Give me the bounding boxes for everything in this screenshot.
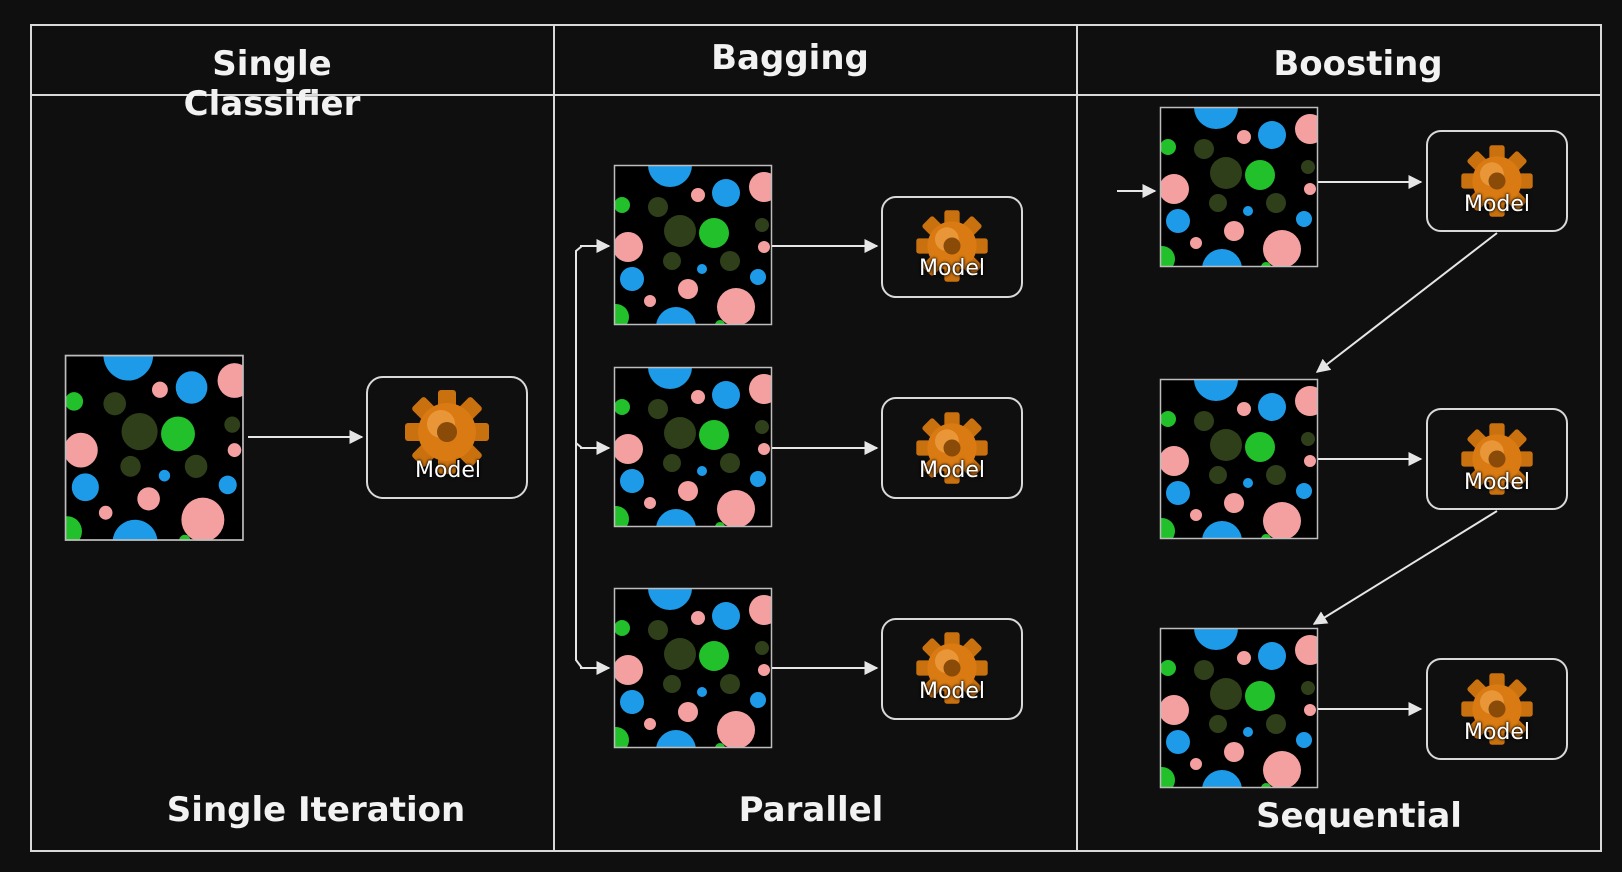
column-caption-boosting: Sequential: [1256, 796, 1462, 836]
column-title-bagging: Bagging: [711, 38, 869, 78]
single-dataset: [53, 329, 252, 566]
single-model-box: [366, 376, 528, 499]
boosting-link-2: [1312, 510, 1498, 625]
bagging-model-box-1: [881, 196, 1023, 298]
boosting-dataset-2: [1149, 357, 1325, 561]
column-title-single: Single Classifier: [183, 44, 361, 124]
bagging-dataset-3: [603, 566, 779, 770]
model-label: Model: [414, 458, 482, 483]
boosting-model-box-2: [1426, 408, 1568, 510]
boosting-dataset-1: [1149, 85, 1325, 289]
boosting-model-box-3: [1426, 658, 1568, 760]
bagging-bracket: [575, 245, 583, 449]
model-label: Model: [918, 458, 986, 483]
boosting-model-box-1: [1426, 130, 1568, 232]
model-label: Model: [918, 679, 986, 704]
bagging-dataset-2: [603, 345, 779, 549]
column-caption-bagging: Parallel: [738, 790, 884, 830]
model-label: Model: [918, 256, 986, 281]
bagging-dataset-1: [603, 143, 779, 347]
column-title-boosting: Boosting: [1273, 44, 1443, 84]
boosting-link-1: [1315, 232, 1498, 373]
bagging-model-box-2: [881, 397, 1023, 499]
model-label: Model: [1463, 720, 1531, 745]
boosting-dataset-3: [1149, 606, 1325, 810]
column-caption-single: Single Iteration: [166, 790, 466, 830]
model-label: Model: [1463, 470, 1531, 495]
model-label: Model: [1463, 192, 1531, 217]
bagging-model-box-3: [881, 618, 1023, 720]
